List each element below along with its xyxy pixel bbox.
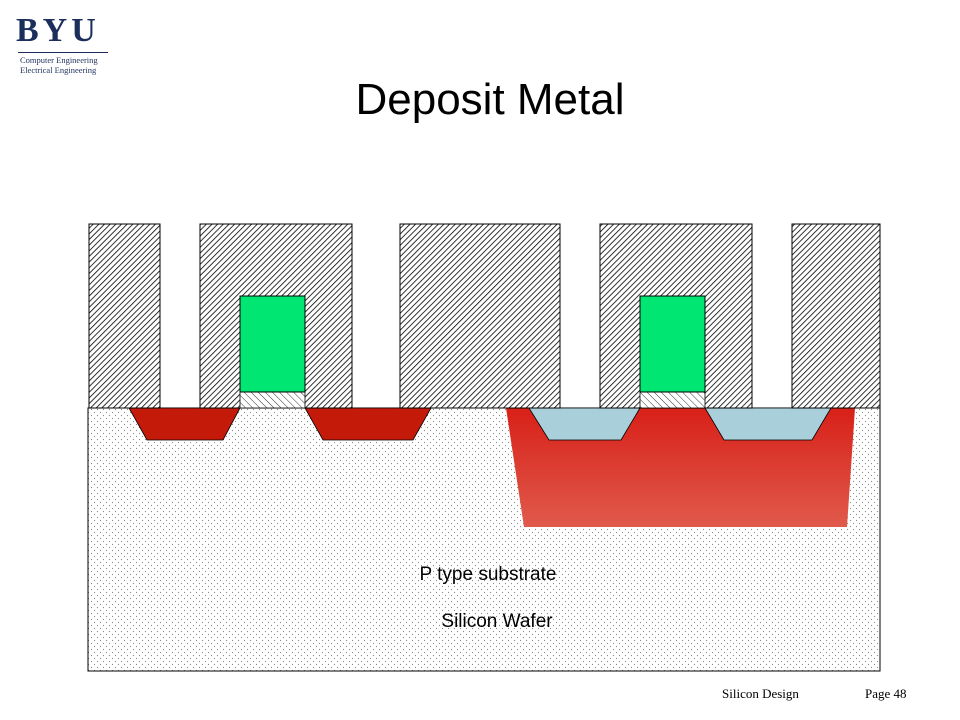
n-diffusion-left xyxy=(128,407,241,441)
footer-page-number: Page 48 xyxy=(865,686,907,701)
logo-divider xyxy=(18,52,108,53)
substrate-label: P type substrate xyxy=(420,564,557,585)
n-diffusion-right xyxy=(304,407,432,441)
p-diffusion-left xyxy=(528,407,641,441)
metal-block-5 xyxy=(791,223,881,409)
logo-department-line1: Computer Engineering xyxy=(20,55,98,65)
footer-course-name: Silicon Design xyxy=(722,686,799,701)
polysilicon-gate-pmos xyxy=(639,295,706,393)
gate-oxide-nmos xyxy=(239,391,306,409)
byu-logo: BYU Computer Engineering Electrical Engi… xyxy=(16,14,116,78)
slide-title: Deposit Metal xyxy=(355,75,625,124)
p-diffusion-right xyxy=(704,407,832,441)
metal-block-1 xyxy=(88,223,161,409)
logo-wordmark: BYU xyxy=(16,12,100,49)
logo-department-line2: Electrical Engineering xyxy=(20,65,97,75)
gate-oxide-pmos xyxy=(639,391,706,409)
wafer-label: Silicon Wafer xyxy=(441,611,553,632)
polysilicon-gate-nmos xyxy=(239,295,306,393)
metal-block-3 xyxy=(399,223,561,409)
